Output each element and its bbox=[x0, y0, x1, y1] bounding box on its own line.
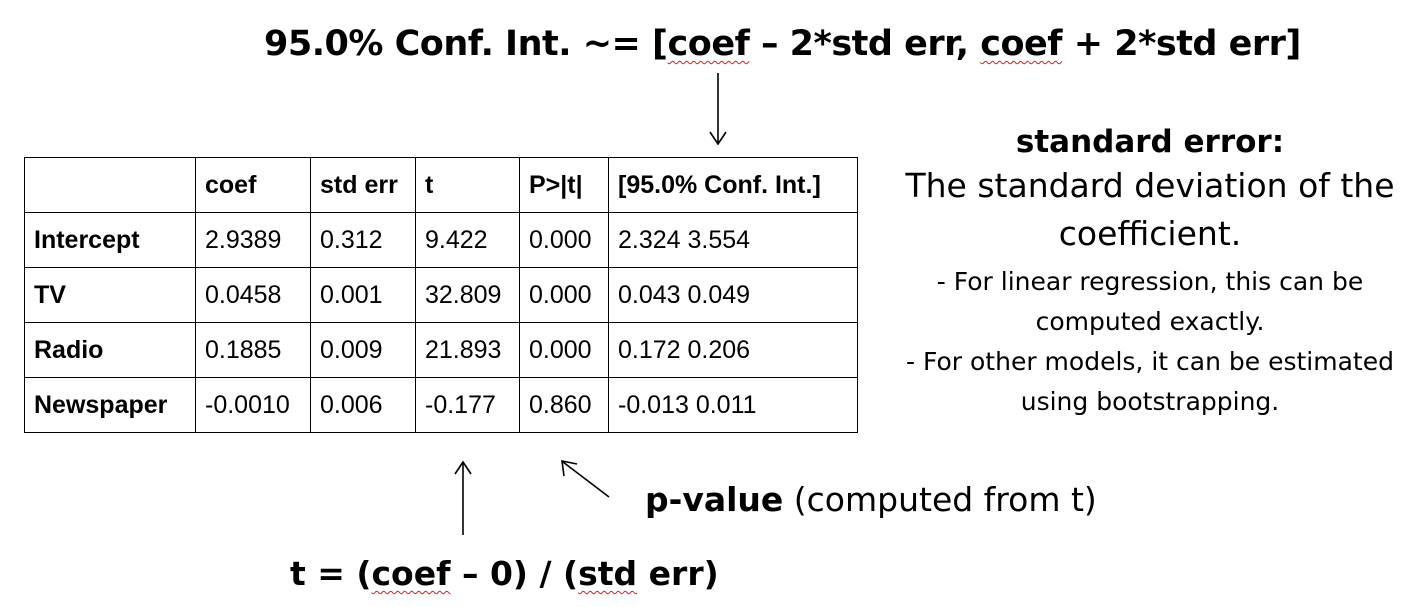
t-formula-suffix: err) bbox=[637, 554, 719, 593]
standard-error-explanation: standard error: The standard deviation o… bbox=[880, 122, 1420, 422]
arrow-to-p-value-column bbox=[561, 459, 610, 498]
ci-formula-prefix: 95.0% Conf. Int. ~= [ bbox=[264, 24, 668, 64]
header-cell-empty bbox=[24, 157, 196, 213]
cell-t: -0.177 bbox=[415, 377, 520, 433]
cell-coef: 0.0458 bbox=[195, 267, 311, 323]
t-statistic-formula: t = (coef – 0) / (std err) bbox=[290, 554, 719, 593]
table-row: TV 0.0458 0.001 32.809 0.000 0.043 0.049 bbox=[24, 267, 858, 323]
confidence-interval-formula: 95.0% Conf. Int. ~= [coef – 2*std err, c… bbox=[264, 24, 1301, 64]
p-value-term: p-value bbox=[645, 480, 784, 519]
cell-conf-int: -0.013 0.011 bbox=[608, 377, 858, 433]
table-header-row: coef std err t P>|t| [95.0% Conf. Int.] bbox=[24, 157, 858, 213]
ci-formula-coef-2: coef bbox=[980, 24, 1063, 64]
row-label: Newspaper bbox=[24, 377, 196, 433]
arrow-up-to-t-column bbox=[454, 460, 472, 535]
cell-p-value: 0.000 bbox=[519, 322, 609, 378]
ci-formula-coef-1: coef bbox=[667, 24, 750, 64]
header-cell-coef: coef bbox=[195, 157, 311, 213]
table-row: Intercept 2.9389 0.312 9.422 0.000 2.324… bbox=[24, 212, 858, 268]
ci-formula-suffix: + 2*std err] bbox=[1062, 24, 1302, 64]
cell-t: 21.893 bbox=[415, 322, 520, 378]
t-formula-std: std bbox=[578, 554, 638, 593]
cell-p-value: 0.000 bbox=[519, 267, 609, 323]
header-cell-std-err: std err bbox=[310, 157, 416, 213]
cell-coef: 0.1885 bbox=[195, 322, 311, 378]
cell-conf-int: 2.324 3.554 bbox=[608, 212, 858, 268]
cell-coef: 2.9389 bbox=[195, 212, 311, 268]
cell-conf-int: 0.172 0.206 bbox=[608, 322, 858, 378]
header-cell-p-value: P>|t| bbox=[519, 157, 609, 213]
arrow-down-to-conf-int bbox=[709, 73, 727, 146]
standard-error-title: standard error: bbox=[1015, 124, 1285, 160]
table-row: Newspaper -0.0010 0.006 -0.177 0.860 -0.… bbox=[24, 377, 858, 433]
p-value-annotation: p-value (computed from t) bbox=[645, 480, 1097, 519]
header-cell-t: t bbox=[415, 157, 520, 213]
cell-t: 32.809 bbox=[415, 267, 520, 323]
cell-t: 9.422 bbox=[415, 212, 520, 268]
cell-coef: -0.0010 bbox=[195, 377, 311, 433]
t-formula-prefix: t = ( bbox=[290, 554, 372, 593]
cell-p-value: 0.860 bbox=[519, 377, 609, 433]
standard-error-description: The standard deviation of the coefficien… bbox=[905, 166, 1395, 253]
cell-std-err: 0.001 bbox=[310, 267, 416, 323]
cell-std-err: 0.312 bbox=[310, 212, 416, 268]
t-formula-mid: – 0) / ( bbox=[450, 554, 579, 593]
cell-conf-int: 0.043 0.049 bbox=[608, 267, 858, 323]
row-label: Intercept bbox=[24, 212, 196, 268]
regression-results-table: coef std err t P>|t| [95.0% Conf. Int.] … bbox=[24, 157, 858, 433]
standard-error-notes: - For linear regression, this can be com… bbox=[880, 262, 1420, 422]
cell-std-err: 0.006 bbox=[310, 377, 416, 433]
cell-std-err: 0.009 bbox=[310, 322, 416, 378]
note-linear-regression: - For linear regression, this can be com… bbox=[936, 267, 1364, 336]
note-other-models: - For other models, it can be estimated … bbox=[906, 347, 1394, 416]
p-value-explanation: (computed from t) bbox=[783, 480, 1097, 519]
ci-formula-mid: – 2*std err, bbox=[749, 24, 981, 64]
t-formula-coef: coef bbox=[371, 554, 451, 593]
